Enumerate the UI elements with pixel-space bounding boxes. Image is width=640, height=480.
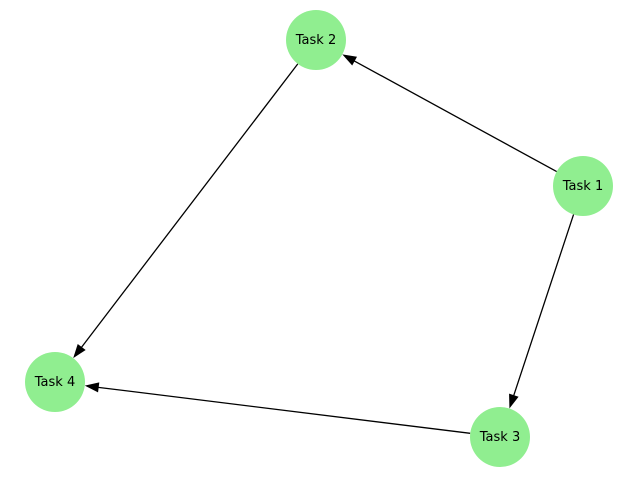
graph-node-task1[interactable]: Task 1	[553, 156, 613, 216]
node-label-task4: Task 4	[34, 375, 75, 390]
graph-node-task2[interactable]: Task 2	[286, 10, 346, 70]
edge-task3-task4-arrowhead	[84, 382, 100, 393]
edge-task2-task4-arrowhead	[73, 343, 86, 359]
edge-task1-task2-arrowhead	[342, 54, 358, 66]
node-circle-task3[interactable]	[470, 407, 530, 467]
node-label-task2: Task 2	[295, 33, 336, 48]
node-circle-task1[interactable]	[553, 156, 613, 216]
edge-task3-task4	[97, 386, 471, 434]
edge-task1-task3-arrowhead	[509, 393, 519, 409]
node-circle-task4[interactable]	[25, 352, 85, 412]
edge-task1-task3	[512, 214, 575, 397]
edge-task1-task2	[352, 59, 557, 173]
node-label-task3: Task 3	[479, 430, 520, 445]
node-circle-task2[interactable]	[286, 10, 346, 70]
node-label-task1: Task 1	[562, 179, 603, 194]
edge-task2-task4	[80, 63, 299, 349]
edges-layer	[73, 54, 575, 434]
graph-node-task4[interactable]: Task 4	[25, 352, 85, 412]
graph-node-task3[interactable]: Task 3	[470, 407, 530, 467]
nodes-layer: Task 1 Task 2 Task 3 Task 4	[25, 10, 613, 467]
